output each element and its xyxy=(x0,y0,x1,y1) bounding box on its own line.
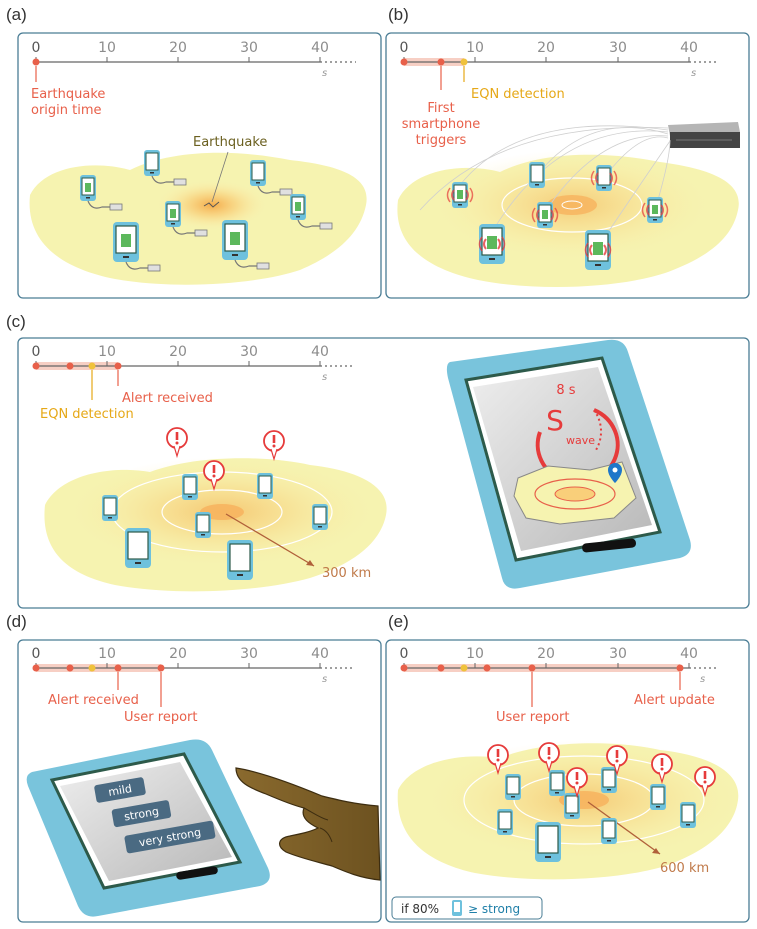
panel-a-tick-20: 20 xyxy=(169,40,187,56)
panel-b-label: (b) xyxy=(388,5,409,24)
wavefront-outer xyxy=(463,755,705,845)
radius-arrow xyxy=(225,513,315,567)
first-trigger-line2: smartphone xyxy=(402,117,481,132)
radius-label: 300 km xyxy=(322,566,371,581)
countdown-phone: 8 s S wave xyxy=(446,339,691,589)
panel-e-tick-30: 30 xyxy=(609,646,627,662)
panel-a-timeline: 0 10 20 30 40 s Earthquake origin time xyxy=(31,40,356,118)
panel-c-label: (c) xyxy=(6,312,26,331)
eqn-detection-label: EQN detection xyxy=(40,407,134,422)
alert-received-label: Alert received xyxy=(122,391,213,406)
panel-b-tick-30: 30 xyxy=(609,40,627,56)
panel-a-frame xyxy=(17,32,382,299)
strong-button[interactable] xyxy=(111,800,172,828)
eqn-marker xyxy=(460,58,468,66)
panel-d-timeline: 0 10 20 30 40 s Alert received User repo… xyxy=(32,646,352,725)
panel-e-tick-10: 10 xyxy=(466,646,484,662)
user-report-label: User report xyxy=(124,710,197,725)
panel-d: (d) 0 10 20 30 40 s Alert received Us xyxy=(6,612,382,923)
panel-b-tick-40: 40 xyxy=(680,40,698,56)
very-strong-button[interactable] xyxy=(124,820,216,854)
alert-update-label: Alert update xyxy=(634,693,715,708)
eqn-detection-label: EQN detection xyxy=(471,87,565,102)
panel-c-tick-0: 0 xyxy=(32,344,41,360)
radius-arrow xyxy=(587,801,661,855)
panel-a-tick-0: 0 xyxy=(32,40,41,56)
alert-received-marker xyxy=(114,362,122,370)
panel-b-frame xyxy=(385,32,750,299)
earthquake-label: Earthquake xyxy=(193,135,267,150)
panel-b-timeline: 0 10 20 30 40 s First smartphone trigger… xyxy=(400,40,718,148)
first-trigger-line1: First xyxy=(427,101,454,116)
mild-button-label: mild xyxy=(107,782,133,799)
condition-suffix: ≥ strong xyxy=(468,902,520,916)
panel-d-tick-20: 20 xyxy=(169,646,187,662)
panel-d-tick-10: 10 xyxy=(98,646,116,662)
panel-e-tick-0: 0 xyxy=(400,646,409,662)
panel-e-frame xyxy=(385,639,750,923)
first-trigger-marker xyxy=(437,58,445,66)
s-wave-word: wave xyxy=(566,434,595,447)
panel-b-tick-20: 20 xyxy=(537,40,555,56)
panel-d-tick-30: 30 xyxy=(240,646,258,662)
panel-a-unit: s xyxy=(322,68,327,79)
radius-label: 600 km xyxy=(660,861,709,876)
panel-b-tick-0: 0 xyxy=(400,40,409,56)
epicenter-glow xyxy=(157,180,267,230)
panel-c-frame xyxy=(17,337,750,609)
pointing-hand xyxy=(235,767,381,881)
panel-c-tick-30: 30 xyxy=(240,344,258,360)
panel-d-tick-0: 0 xyxy=(32,646,41,662)
origin-marker xyxy=(32,58,40,66)
panel-c-tick-10: 10 xyxy=(98,344,116,360)
panel-a-tick-10: 10 xyxy=(98,40,116,56)
user-report-marker xyxy=(157,664,165,672)
alert-update-marker xyxy=(676,664,684,672)
panel-c-tick-20: 20 xyxy=(169,344,187,360)
panel-c-tick-40: 40 xyxy=(311,344,329,360)
panel-d-tick-40: 40 xyxy=(311,646,329,662)
panel-c-unit: s xyxy=(322,372,327,383)
countdown-seconds: 8 s xyxy=(556,383,575,398)
panel-e: (e) 0 10 20 30 40 s User report xyxy=(385,612,750,923)
panel-a: (a) 0 10 20 30 40 s Earthquake origin ti… xyxy=(6,5,382,299)
condition-prefix: if 80% xyxy=(401,902,439,916)
panel-a-tick-40: 40 xyxy=(311,40,329,56)
alert-received-label: Alert received xyxy=(48,693,139,708)
s-wave-letter: S xyxy=(546,404,564,437)
panel-b: (b) 0 10 20 30 40 s First smartphone tri… xyxy=(385,5,750,299)
origin-label-line2: origin time xyxy=(31,103,102,118)
epicenter-crack xyxy=(203,201,220,208)
panel-b-unit: s xyxy=(691,68,696,79)
panel-c-timeline: 0 10 20 30 40 s Alert received EQN detec… xyxy=(32,344,352,422)
origin-label-line1: Earthquake xyxy=(31,87,105,102)
panel-b-tick-10: 10 xyxy=(466,40,484,56)
report-phone: mild strong very strong xyxy=(26,739,270,917)
panel-c: (c) 0 10 20 30 40 s Alert received EQN d… xyxy=(6,312,750,609)
user-report-label: User report xyxy=(496,710,569,725)
panel-e-tick-40: 40 xyxy=(680,646,698,662)
panel-e-tick-20: 20 xyxy=(537,646,555,662)
condition-box: if 80% ≥ strong xyxy=(391,896,543,920)
panel-d-frame xyxy=(17,639,382,923)
server-icon xyxy=(668,122,740,148)
location-pin-icon xyxy=(608,463,622,483)
mild-button[interactable] xyxy=(94,777,146,803)
phone-icon xyxy=(452,900,462,916)
panel-d-unit: s xyxy=(322,674,327,685)
strong-button-label: strong xyxy=(123,805,160,824)
panel-e-unit: s xyxy=(700,674,705,685)
panel-e-timeline: 0 10 20 30 40 s User report Alert update xyxy=(400,646,718,725)
first-trigger-line3: triggers xyxy=(416,133,467,148)
panel-e-label: (e) xyxy=(388,612,409,631)
panel-a-tick-30: 30 xyxy=(240,40,258,56)
panel-a-label: (a) xyxy=(6,5,27,24)
panel-d-label: (d) xyxy=(6,612,27,631)
user-report-marker xyxy=(528,664,536,672)
